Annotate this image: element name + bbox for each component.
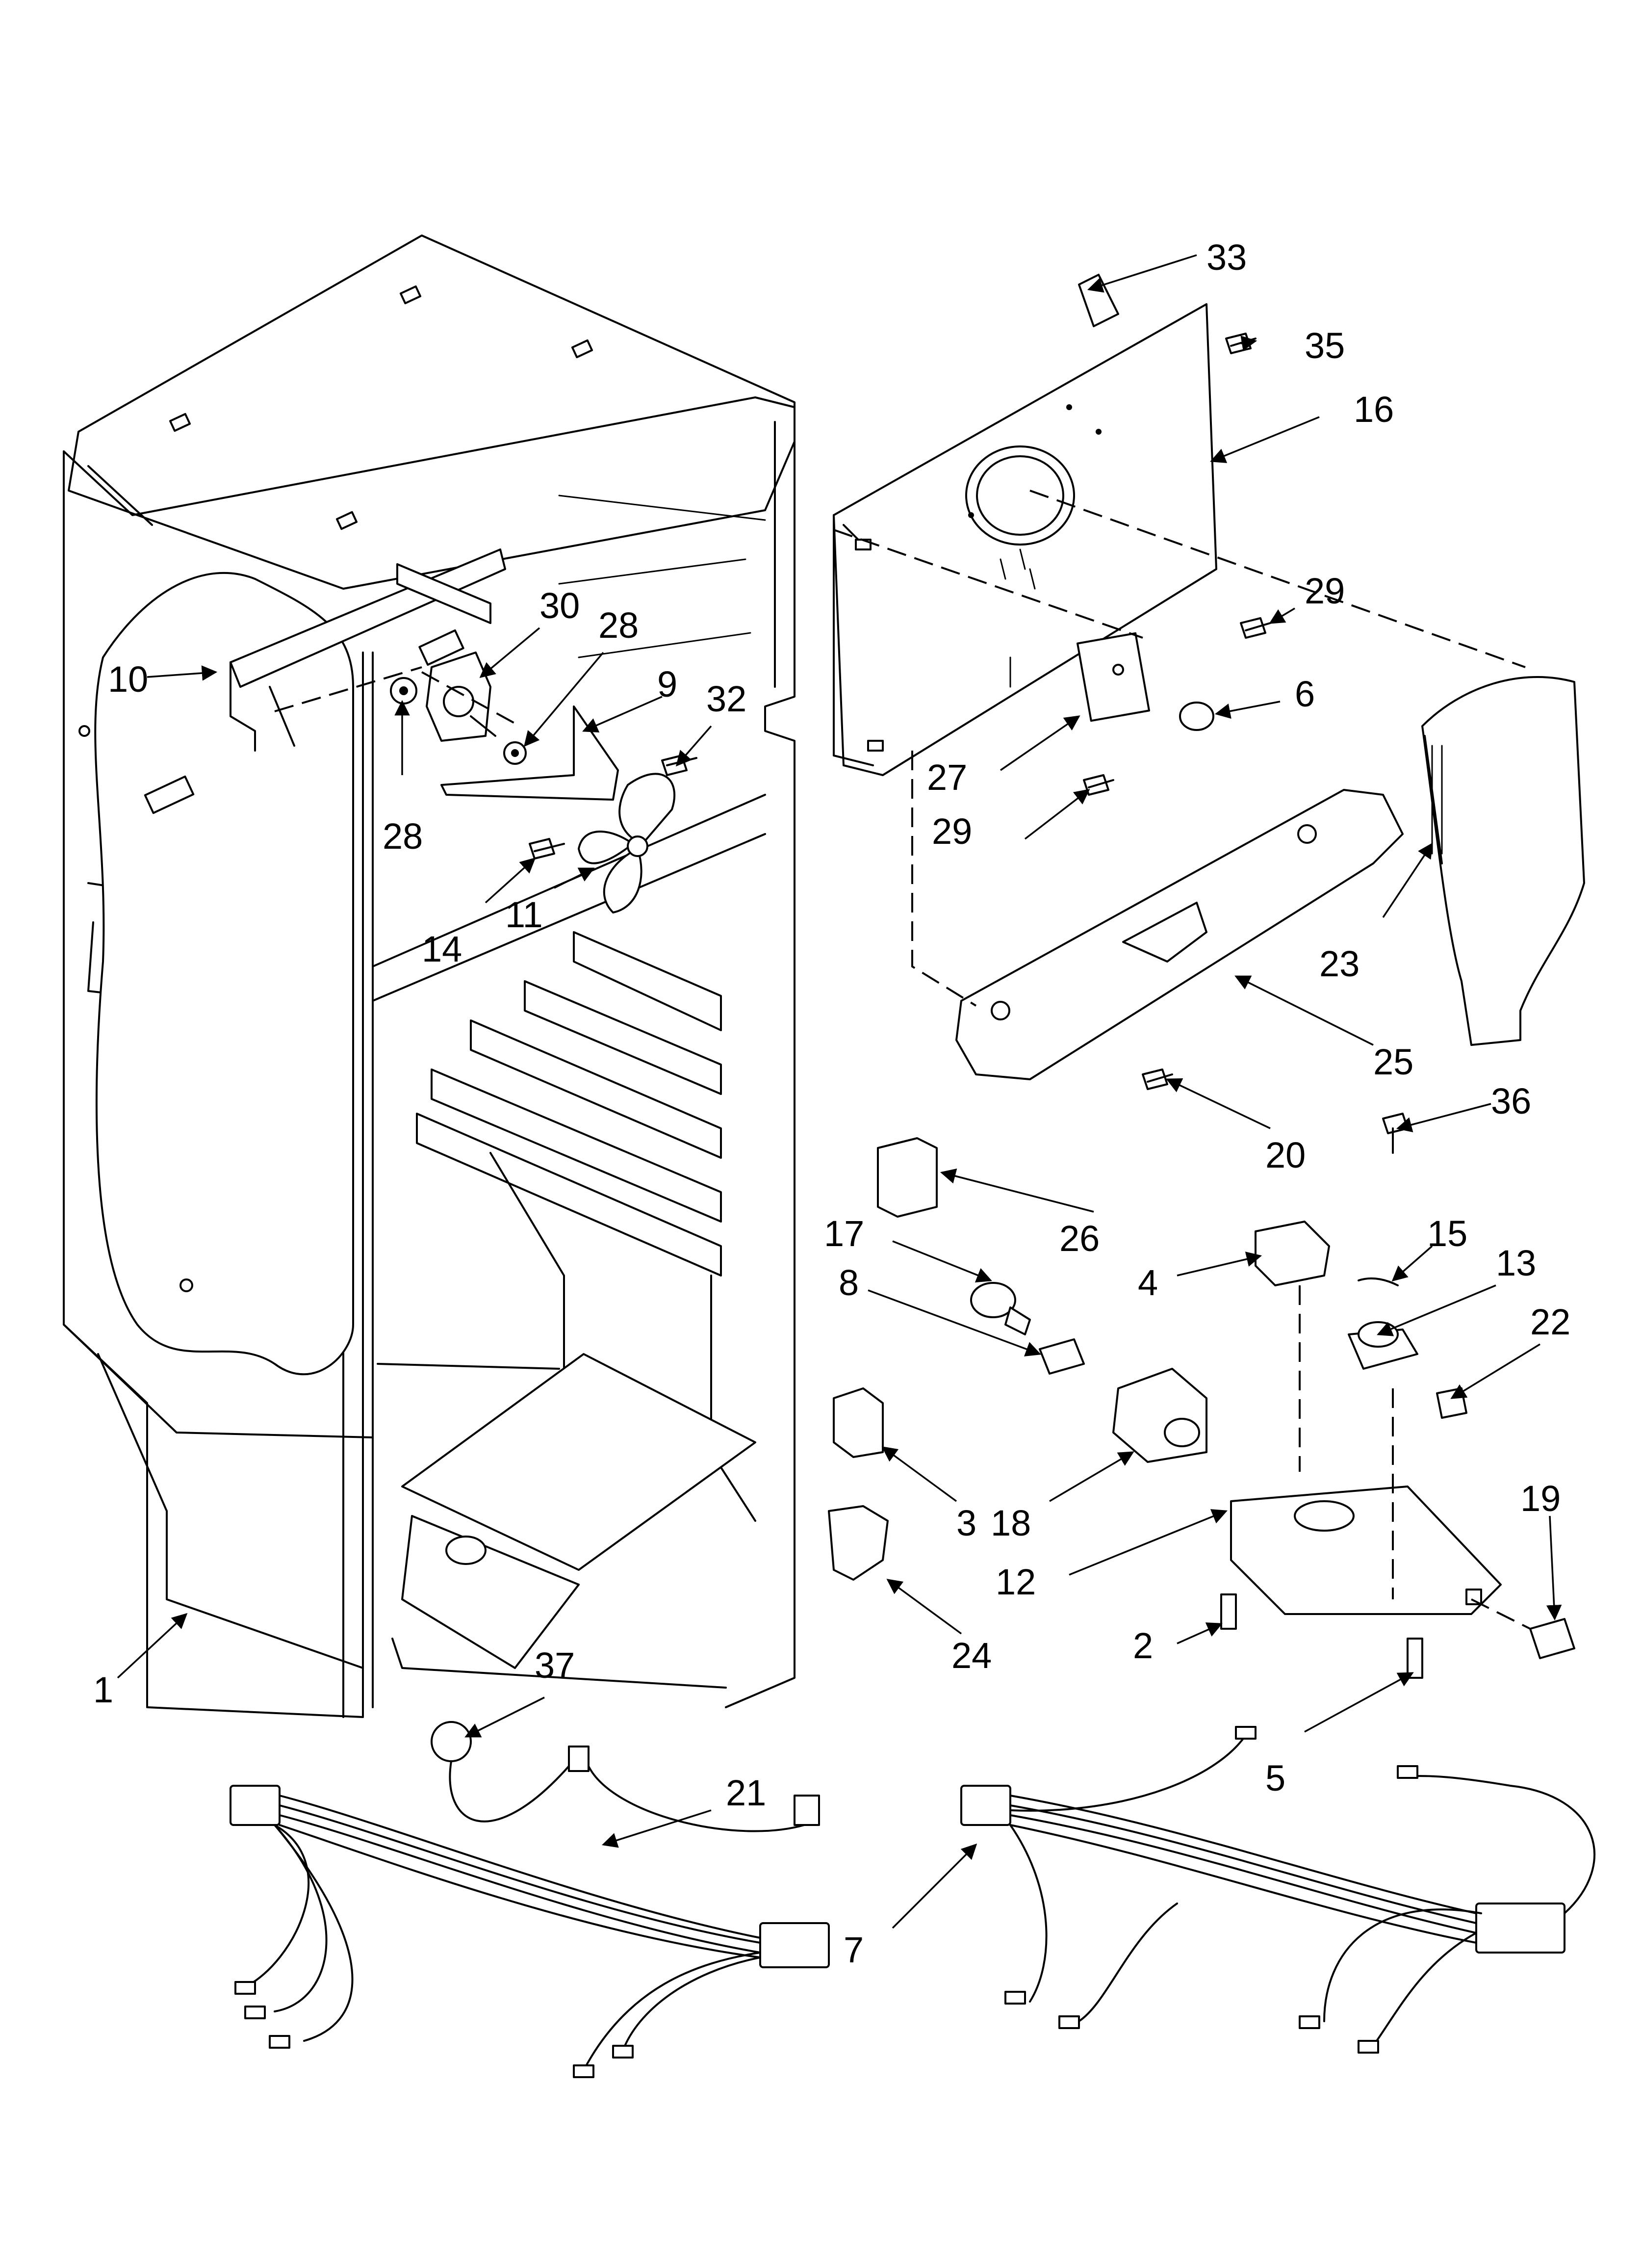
- callout-8: 8: [839, 1262, 859, 1303]
- callout-1: 1: [93, 1669, 113, 1710]
- evaporator-cover: [833, 303, 1217, 776]
- callout-33: 33: [1206, 237, 1247, 278]
- callout-28-left: 28: [383, 816, 423, 857]
- light-shield-18: [1112, 1368, 1207, 1463]
- shelf-rails: [416, 931, 722, 1277]
- screw-2: [1220, 1593, 1237, 1630]
- callout-labels: 1 2 3 4 5 6 7 8 9 10 11 12 13 14 15 16 1…: [93, 237, 1570, 1970]
- screw-5: [1407, 1638, 1423, 1679]
- callout-13: 13: [1496, 1243, 1536, 1283]
- callout-37: 37: [535, 1645, 575, 1686]
- fan-motor-washer: [503, 741, 527, 765]
- callout-24: 24: [951, 1635, 992, 1676]
- screw-20: [1142, 1069, 1173, 1090]
- part-3: [833, 1387, 884, 1458]
- light-socket-8: [1039, 1338, 1085, 1375]
- callout-4: 4: [1138, 1262, 1158, 1303]
- fan-bracket: [230, 548, 506, 752]
- callout-35: 35: [1305, 325, 1345, 366]
- callout-25: 25: [1373, 1042, 1413, 1082]
- callout-7: 7: [844, 1929, 864, 1970]
- screw-29-top: [1240, 617, 1271, 639]
- callout-18: 18: [991, 1503, 1031, 1543]
- fan-motor: [426, 652, 496, 742]
- callout-20: 20: [1265, 1135, 1306, 1175]
- callout-27: 27: [927, 757, 967, 798]
- callout-23: 23: [1319, 943, 1360, 984]
- callout-14: 14: [422, 929, 462, 969]
- fan-blade: [578, 773, 676, 913]
- callout-5: 5: [1265, 1758, 1285, 1799]
- wire-harness-7: [960, 1726, 1595, 2054]
- callout-9: 9: [657, 664, 677, 704]
- part-26: [877, 1137, 938, 1218]
- callout-15: 15: [1427, 1213, 1467, 1254]
- callout-30: 30: [539, 585, 580, 626]
- callout-22: 22: [1530, 1302, 1570, 1342]
- plug-6: [1179, 702, 1214, 731]
- callout-29-lower: 29: [932, 811, 972, 852]
- callout-26: 26: [1059, 1218, 1100, 1259]
- callout-3: 3: [956, 1503, 976, 1543]
- screw-14: [529, 838, 565, 860]
- callout-36: 36: [1491, 1081, 1531, 1121]
- callout-21: 21: [726, 1773, 766, 1813]
- screw-32: [661, 755, 697, 776]
- callout-28-right: 28: [598, 605, 639, 646]
- callout-16: 16: [1354, 389, 1394, 430]
- callout-2: 2: [1133, 1625, 1153, 1666]
- thermostat-13: [1348, 1321, 1418, 1370]
- callout-6: 6: [1295, 674, 1315, 714]
- leader-lines: [117, 254, 1562, 1929]
- cabinet-liner: [63, 235, 795, 1718]
- fan-motor-grommet: [390, 677, 417, 704]
- callout-17: 17: [824, 1213, 864, 1254]
- callout-12: 12: [996, 1562, 1036, 1602]
- control-4: [1255, 1221, 1330, 1286]
- control-housing-12: [1230, 1486, 1502, 1615]
- screw-36: [1382, 1113, 1409, 1154]
- part-24: [828, 1505, 889, 1581]
- callout-29-upper: 29: [1305, 571, 1345, 611]
- light-bulb-17: [970, 1282, 1031, 1335]
- screw-29-bottom: [1083, 774, 1114, 796]
- assembly-lines: [274, 490, 1531, 1630]
- wire-harness-21: [230, 1721, 830, 2078]
- air-diffuser-25: [955, 789, 1404, 1080]
- connector-19: [1529, 1618, 1575, 1659]
- callout-11: 11: [505, 894, 543, 935]
- callout-10: 10: [108, 659, 148, 700]
- callout-19: 19: [1520, 1478, 1561, 1519]
- air-duct-23: [1421, 676, 1585, 1046]
- tube-15: [1358, 1277, 1399, 1286]
- callout-32: 32: [706, 678, 746, 719]
- fan-motor-bracket: [440, 705, 619, 801]
